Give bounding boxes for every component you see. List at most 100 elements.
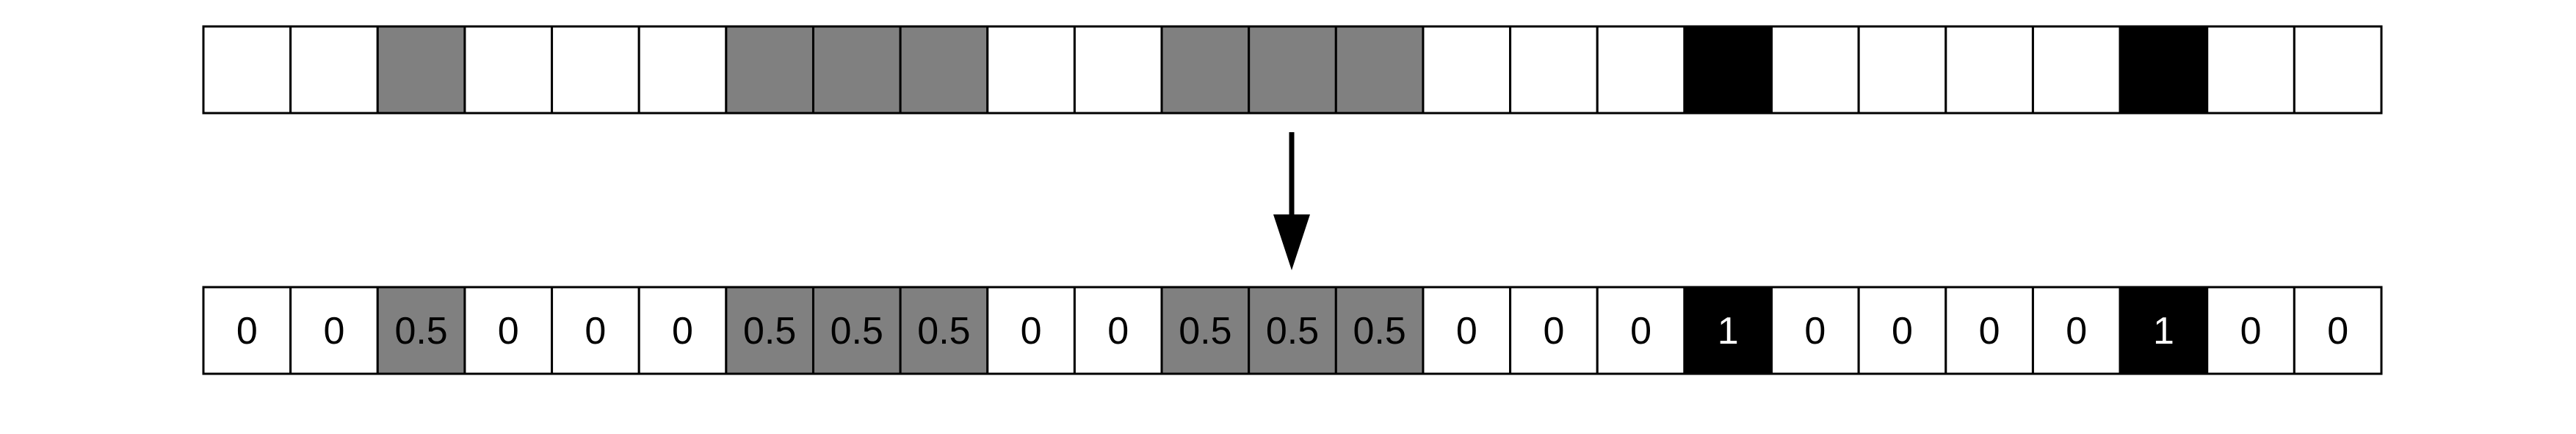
cell-box	[1248, 286, 1337, 375]
cell-box	[2206, 286, 2295, 375]
top-row-cell	[1073, 25, 1163, 115]
cell-value: 1	[1718, 310, 1739, 352]
bottom-row-cell: 0	[637, 286, 728, 375]
cell-box	[1857, 286, 1947, 375]
cell-box	[289, 25, 379, 115]
cell-box	[1509, 25, 1599, 115]
cell-value: 0.5	[1353, 310, 1405, 352]
cell-value: 0	[585, 310, 606, 352]
top-row-cell	[1248, 25, 1337, 115]
bottom-row-cell: 0	[1596, 286, 1686, 375]
bottom-row-cell: 0	[986, 286, 1076, 375]
cell-value: 0	[1107, 310, 1129, 352]
cell-box	[376, 25, 466, 115]
cell-value: 0	[1979, 310, 2000, 352]
cell-value: 0	[1804, 310, 1826, 352]
bottom-row-cell: 0	[1770, 286, 1860, 375]
bottom-row-cell: 0.5	[1160, 286, 1251, 375]
top-row-cell	[811, 25, 902, 115]
top-row-cell	[2119, 25, 2209, 115]
top-row-cell	[1857, 25, 1947, 115]
cell-value: 0	[1892, 310, 1913, 352]
cell-box	[1683, 25, 1773, 115]
cell-box	[1334, 286, 1425, 375]
top-row-cell	[2293, 25, 2383, 115]
cell-box	[1422, 286, 1512, 375]
top-row-cell	[289, 25, 379, 115]
cell-box	[725, 25, 814, 115]
top-row-cell	[376, 25, 466, 115]
cell-box	[1073, 25, 1163, 115]
cell-box	[376, 286, 466, 375]
cell-value: 0	[323, 310, 344, 352]
cell-box	[899, 25, 989, 115]
cell-box	[1422, 25, 1512, 115]
cell-value: 0.5	[917, 310, 970, 352]
bottom-row-cell: 0	[551, 286, 640, 375]
cell-box	[1770, 25, 1860, 115]
cell-box	[1160, 25, 1251, 115]
cell-box	[1073, 286, 1163, 375]
cell-box	[289, 286, 379, 375]
bottom-row-cell: 0	[1944, 286, 2034, 375]
cell-value: 0	[2240, 310, 2262, 352]
top-row-cell	[2031, 25, 2121, 115]
top-row-cell	[202, 25, 292, 115]
bottom-row-cell: 0.5	[899, 286, 989, 375]
cell-value: 0.5	[394, 310, 447, 352]
bottom-row-cell: 1	[1683, 286, 1773, 375]
top-row-cell	[1596, 25, 1686, 115]
cell-value: 0	[1630, 310, 1651, 352]
cell-box	[986, 286, 1076, 375]
cell-box	[899, 286, 989, 375]
cell-box	[1334, 25, 1425, 115]
top-row-cell	[986, 25, 1076, 115]
bottom-row-cell: 0.5	[725, 286, 814, 375]
bottom-row-cell: 0	[463, 286, 554, 375]
top-row	[202, 25, 2383, 115]
cell-box	[1509, 286, 1599, 375]
cell-value: 1	[2153, 310, 2174, 352]
bottom-row-cell: 1	[2119, 286, 2209, 375]
cell-value: 0.5	[831, 310, 883, 352]
bottom-row-cell: 0.5	[1334, 286, 1425, 375]
cell-value: 0	[672, 310, 693, 352]
bottom-row-cell: 0.5	[1248, 286, 1337, 375]
cell-box	[1683, 286, 1773, 375]
cell-box	[2119, 25, 2209, 115]
bottom-row-cell: 0	[1509, 286, 1599, 375]
cell-value: 0	[1456, 310, 1477, 352]
top-row-cell	[463, 25, 554, 115]
top-row-cell	[1160, 25, 1251, 115]
cell-box	[1944, 25, 2034, 115]
cell-box	[1248, 25, 1337, 115]
arrow-head	[1273, 214, 1310, 270]
top-row-cell	[2206, 25, 2295, 115]
arrow-down-icon	[1273, 132, 1310, 270]
cell-value: 0.5	[743, 310, 796, 352]
cell-box	[1596, 286, 1686, 375]
cell-box	[1596, 25, 1686, 115]
cell-value: 0.5	[1179, 310, 1231, 352]
bottom-row-cell: 0	[2206, 286, 2295, 375]
cell-box	[2293, 25, 2383, 115]
top-row-cell	[1334, 25, 1425, 115]
top-row-cell	[725, 25, 814, 115]
cell-value: 0	[1021, 310, 1042, 352]
cell-box	[2031, 25, 2121, 115]
cell-box	[463, 25, 554, 115]
bottom-row-cell: 0	[1857, 286, 1947, 375]
bottom-row-cell: 0	[202, 286, 292, 375]
bottom-row-cell: 0.5	[376, 286, 466, 375]
cell-value: 0	[2327, 310, 2348, 352]
cell-box	[1857, 25, 1947, 115]
top-row-cell	[1683, 25, 1773, 115]
cell-box	[2293, 286, 2383, 375]
cell-box	[637, 25, 728, 115]
top-row-cell	[899, 25, 989, 115]
cell-box	[1944, 286, 2034, 375]
cell-value: 0	[1543, 310, 1564, 352]
cell-box	[202, 25, 292, 115]
